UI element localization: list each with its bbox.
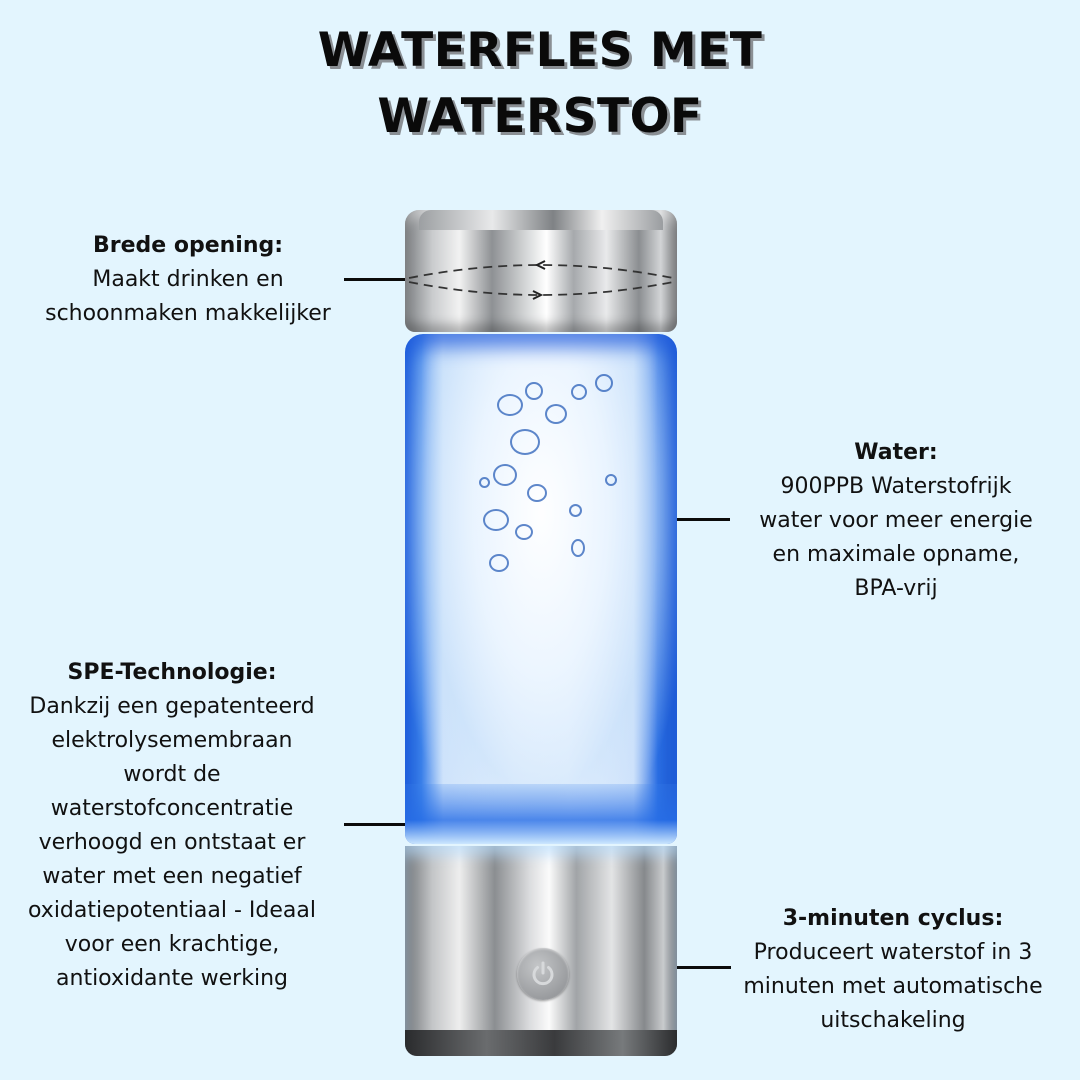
- callout-three-minute-cycle: 3-minuten cyclus: Produceert waterstof i…: [722, 902, 1064, 1038]
- callout-heading: Water:: [854, 440, 938, 465]
- bubble: [515, 524, 533, 540]
- bottle-glass-water: [405, 334, 677, 844]
- bubble: [527, 484, 547, 502]
- bubble: [569, 504, 582, 517]
- callout-text-line: uitschakeling: [820, 1008, 966, 1033]
- callout-text-line: oxidatiepotentiaal - Ideaal: [28, 898, 316, 923]
- power-icon: [532, 961, 554, 986]
- callout-wide-opening: Brede opening: Maakt drinken en schoonma…: [20, 229, 356, 331]
- bubble: [525, 382, 543, 400]
- bubble: [493, 464, 517, 486]
- callout-water: Water: 900PPB Waterstofrijk water voor m…: [728, 436, 1064, 606]
- callout-text-line: en maximale opname,: [772, 542, 1020, 567]
- cap-top-bevel: [419, 210, 663, 230]
- page-title: WATERFLES MET WATERSTOF: [0, 18, 1080, 150]
- callout-text-line: BPA-vrij: [854, 576, 938, 601]
- title-line-2: WATERSTOF: [377, 89, 703, 144]
- callout-text-line: 900PPB Waterstofrijk: [780, 474, 1012, 499]
- bubble: [510, 429, 540, 455]
- callout-text-line: Produceert waterstof in 3: [753, 940, 1033, 965]
- bubble: [571, 384, 587, 400]
- callout-text-line: minuten met automatische: [743, 974, 1043, 999]
- callout-heading: SPE-Technologie:: [67, 660, 277, 685]
- callout-text-line: antioxidante werking: [56, 966, 288, 991]
- callout-spe-technology: SPE-Technologie: Dankzij een gepatenteer…: [6, 656, 338, 996]
- callout-text-line: Dankzij een gepatenteerd: [29, 694, 315, 719]
- bubble: [483, 509, 509, 531]
- bubble: [595, 374, 613, 392]
- base-foot-ring: [405, 1030, 677, 1056]
- callout-text-line: schoonmaken makkelijker: [45, 301, 331, 326]
- bubble: [497, 394, 523, 416]
- bubble: [605, 474, 617, 486]
- screw-cap-icon: [408, 260, 674, 300]
- callout-text-line: waterstofconcentratie: [50, 796, 294, 821]
- bottle-cap: [405, 210, 677, 332]
- callout-text-line: verhoogd en ontstaat er: [38, 830, 306, 855]
- callout-heading: Brede opening:: [92, 233, 284, 258]
- power-button[interactable]: [517, 948, 569, 1000]
- leader-line-wide-opening: [344, 278, 410, 281]
- callout-text-line: water met een negatief: [42, 864, 302, 889]
- callout-text-line: water voor meer energie: [759, 508, 1033, 533]
- bubble: [479, 477, 490, 488]
- glass-bottom-glow: [405, 784, 677, 844]
- callout-text-line: wordt de: [123, 762, 221, 787]
- callout-heading: 3-minuten cyclus:: [782, 906, 1004, 931]
- bubble: [545, 404, 567, 424]
- hydrogen-water-bottle-image: [403, 210, 679, 1056]
- title-line-1: WATERFLES MET: [317, 23, 763, 78]
- bottle-base: [405, 846, 677, 1056]
- callout-text-line: Maakt drinken en: [92, 267, 284, 292]
- callout-text-line: voor een krachtige,: [64, 932, 280, 957]
- callout-text-line: elektrolysemembraan: [51, 728, 293, 753]
- bubble: [489, 554, 509, 572]
- bubble: [571, 539, 585, 557]
